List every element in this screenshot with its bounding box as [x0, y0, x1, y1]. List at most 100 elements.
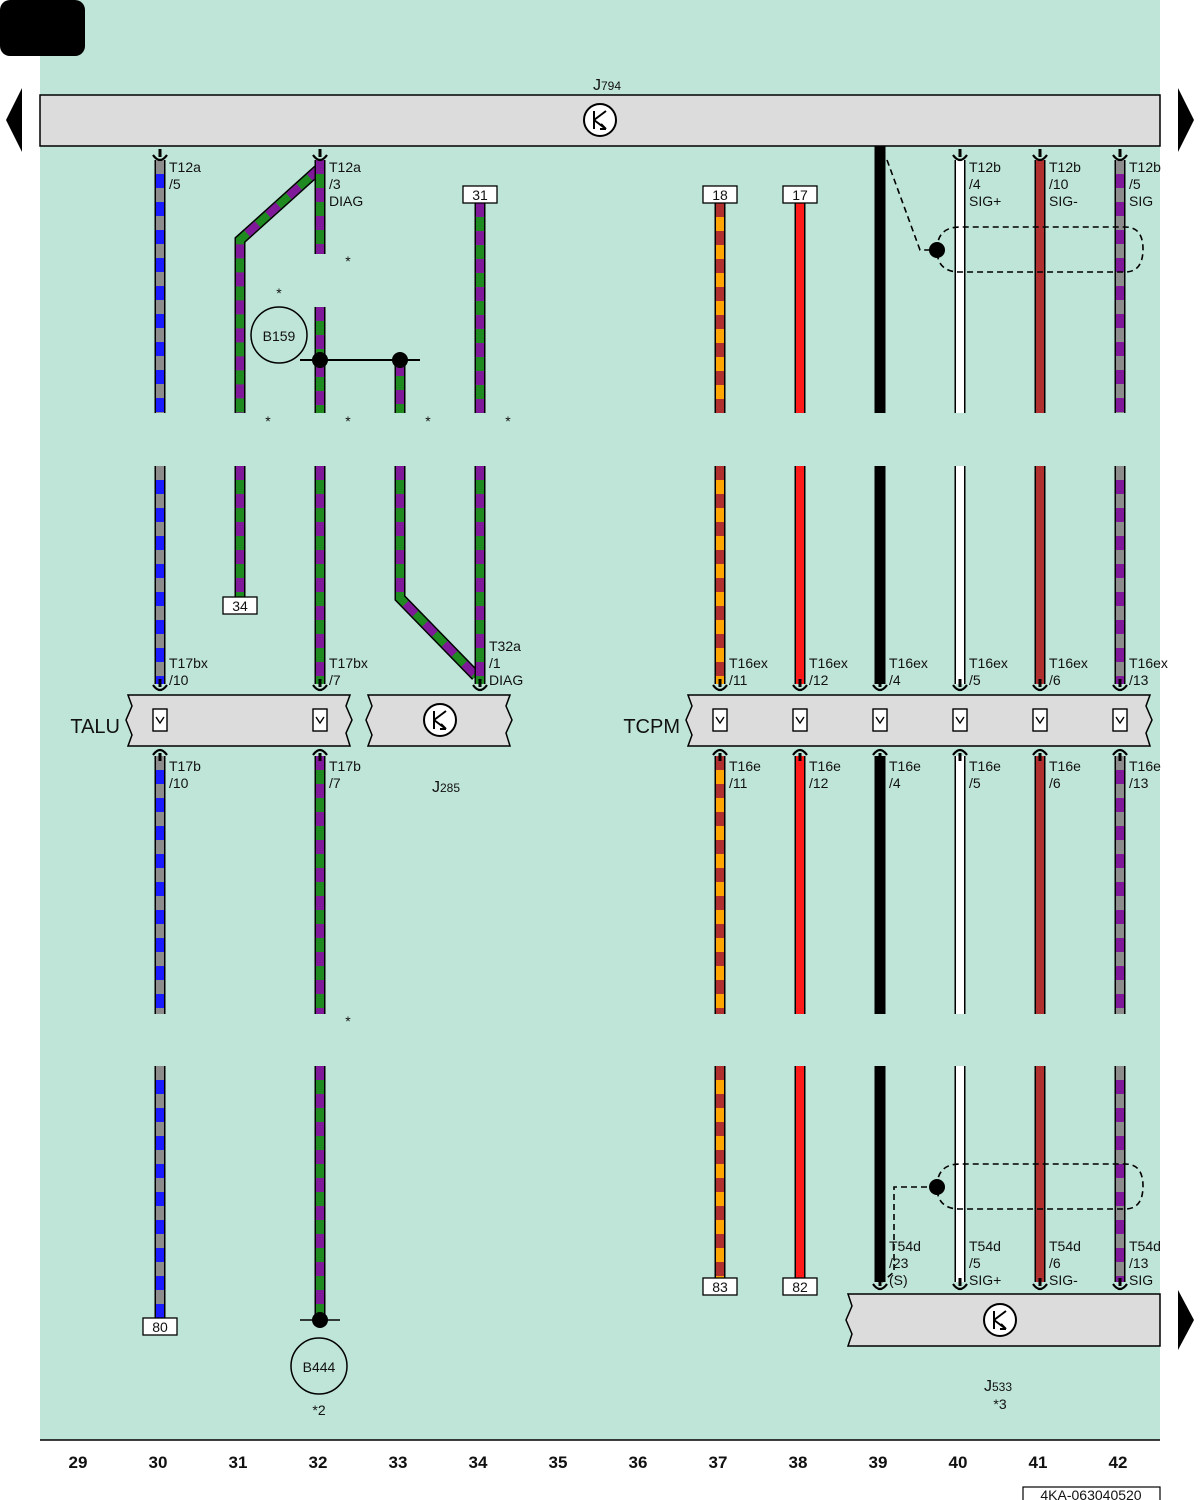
sensor-B444: B444 *2: [290, 1312, 348, 1418]
J285-num: 285: [440, 781, 460, 795]
module-J533: J533 *3: [845, 1293, 1161, 1412]
pin-label: /7: [329, 775, 341, 791]
column-number: 36: [629, 1453, 648, 1472]
column-number: 31: [229, 1453, 248, 1472]
wire-reference: 18: [702, 185, 738, 204]
note-star: *: [345, 253, 351, 269]
pin-label: DIAG: [329, 193, 363, 209]
pin-label: /5: [169, 176, 181, 192]
connector-pin: [952, 679, 968, 692]
J533-num: 533: [992, 1380, 1012, 1394]
pin-label: T12b: [969, 159, 1001, 175]
note-star: *: [345, 1013, 351, 1029]
pin-label: T12a: [329, 159, 361, 175]
pin-label: T16e: [729, 758, 761, 774]
module-TALU: TALU: [70, 694, 353, 747]
pin-label: /4: [889, 672, 901, 688]
pin-label: T16e: [809, 758, 841, 774]
wire-reference: 34: [222, 596, 258, 615]
svg-text:J794: J794: [593, 77, 621, 94]
connector-pin: [712, 748, 728, 761]
B444-label: B444: [303, 1359, 336, 1375]
module-J285: J285: [365, 694, 513, 796]
connector-pin: [952, 748, 968, 761]
connector-pin: [312, 149, 328, 162]
labels-layer: T12a/5T12a/3DIAGT12b/4SIG+T12b/10SIG-T12…: [142, 159, 1168, 1336]
connector-pin: [1112, 748, 1128, 761]
control-unit-transistor-icon: [583, 103, 617, 137]
pin-label: T54d: [1129, 1238, 1161, 1254]
reference-number: 80: [152, 1319, 168, 1335]
connector-pin: [1032, 149, 1048, 162]
wire-reference: 17: [782, 185, 818, 204]
pin-label: T16e: [969, 758, 1001, 774]
pin-label: T54d: [969, 1238, 1001, 1254]
pin-label: /4: [889, 775, 901, 791]
pin-label: T16e: [1049, 758, 1081, 774]
connector-pin: [1032, 679, 1048, 692]
pin-label: T16e: [1129, 758, 1161, 774]
connector-contact: [312, 708, 328, 732]
arrow-right-icon[interactable]: [1178, 88, 1194, 152]
pin-label: (S): [889, 1272, 908, 1288]
column-number: 38: [789, 1453, 808, 1472]
B159-label: B159: [263, 328, 296, 344]
pin-label: SIG: [1129, 193, 1153, 209]
J285-code: J: [432, 779, 440, 796]
pin-label: /12: [809, 775, 829, 791]
shield-loop-top: [936, 226, 1144, 273]
column-number: 30: [149, 1453, 168, 1472]
column-number: 40: [949, 1453, 968, 1472]
control-unit-transistor-icon: [983, 1303, 1017, 1337]
wire-col33: [394, 466, 480, 680]
pin-label: T12a: [169, 159, 201, 175]
wire-col31: [234, 163, 324, 413]
pin-label: T16ex: [1129, 655, 1168, 671]
connector-pin: [792, 748, 808, 761]
pin-label: T32a: [489, 638, 521, 654]
pin-label: T16ex: [1049, 655, 1088, 671]
pin-label: T12b: [1049, 159, 1081, 175]
shield-splice-bottom: [929, 1179, 945, 1195]
doc-id-box: [1022, 1486, 1161, 1500]
pin-label: /6: [1049, 672, 1061, 688]
connector-pin: [712, 679, 728, 692]
pin-label: T54d: [1049, 1238, 1081, 1254]
pin-label: /13: [1129, 1255, 1149, 1271]
connector-contact: [1112, 708, 1128, 732]
wire-reference: 31: [462, 185, 498, 204]
connector-pin: [952, 149, 968, 162]
pin-label: T17bx: [169, 655, 208, 671]
pin-label: T17b: [169, 758, 201, 774]
pin-label: /5: [969, 775, 981, 791]
pin-label: /11: [729, 672, 748, 688]
shield-loop-bottom: [936, 1163, 1144, 1210]
reference-number: 17: [792, 187, 808, 203]
wire-reference: 83: [702, 1277, 738, 1296]
arrow-right-icon[interactable]: [1178, 1290, 1194, 1350]
note-star: *: [425, 413, 431, 429]
connector-contact: [792, 708, 808, 732]
connector-pin: [312, 748, 328, 761]
reference-number: 82: [792, 1279, 808, 1295]
pin-label: /23: [889, 1255, 909, 1271]
column-number: 37: [709, 1453, 728, 1472]
arrow-left-icon[interactable]: [6, 88, 22, 152]
connector-pin: [152, 149, 168, 162]
column-number: 33: [389, 1453, 408, 1472]
pin-label: /5: [969, 1255, 981, 1271]
pin-label: /7: [329, 672, 341, 688]
pin-label: /10: [169, 775, 189, 791]
pin-label: /5: [969, 672, 981, 688]
connector-pin: [1032, 748, 1048, 761]
pin-label: /10: [169, 672, 189, 688]
pin-label: /11: [729, 775, 748, 791]
pin-label: /6: [1049, 775, 1061, 791]
sensor-B159: B159: [250, 306, 308, 364]
column-number: 35: [549, 1453, 568, 1472]
connector-pin: [1032, 1278, 1048, 1291]
B444-note: *2: [312, 1402, 325, 1418]
note-star: *: [505, 413, 511, 429]
connector-pin: [1112, 149, 1128, 162]
